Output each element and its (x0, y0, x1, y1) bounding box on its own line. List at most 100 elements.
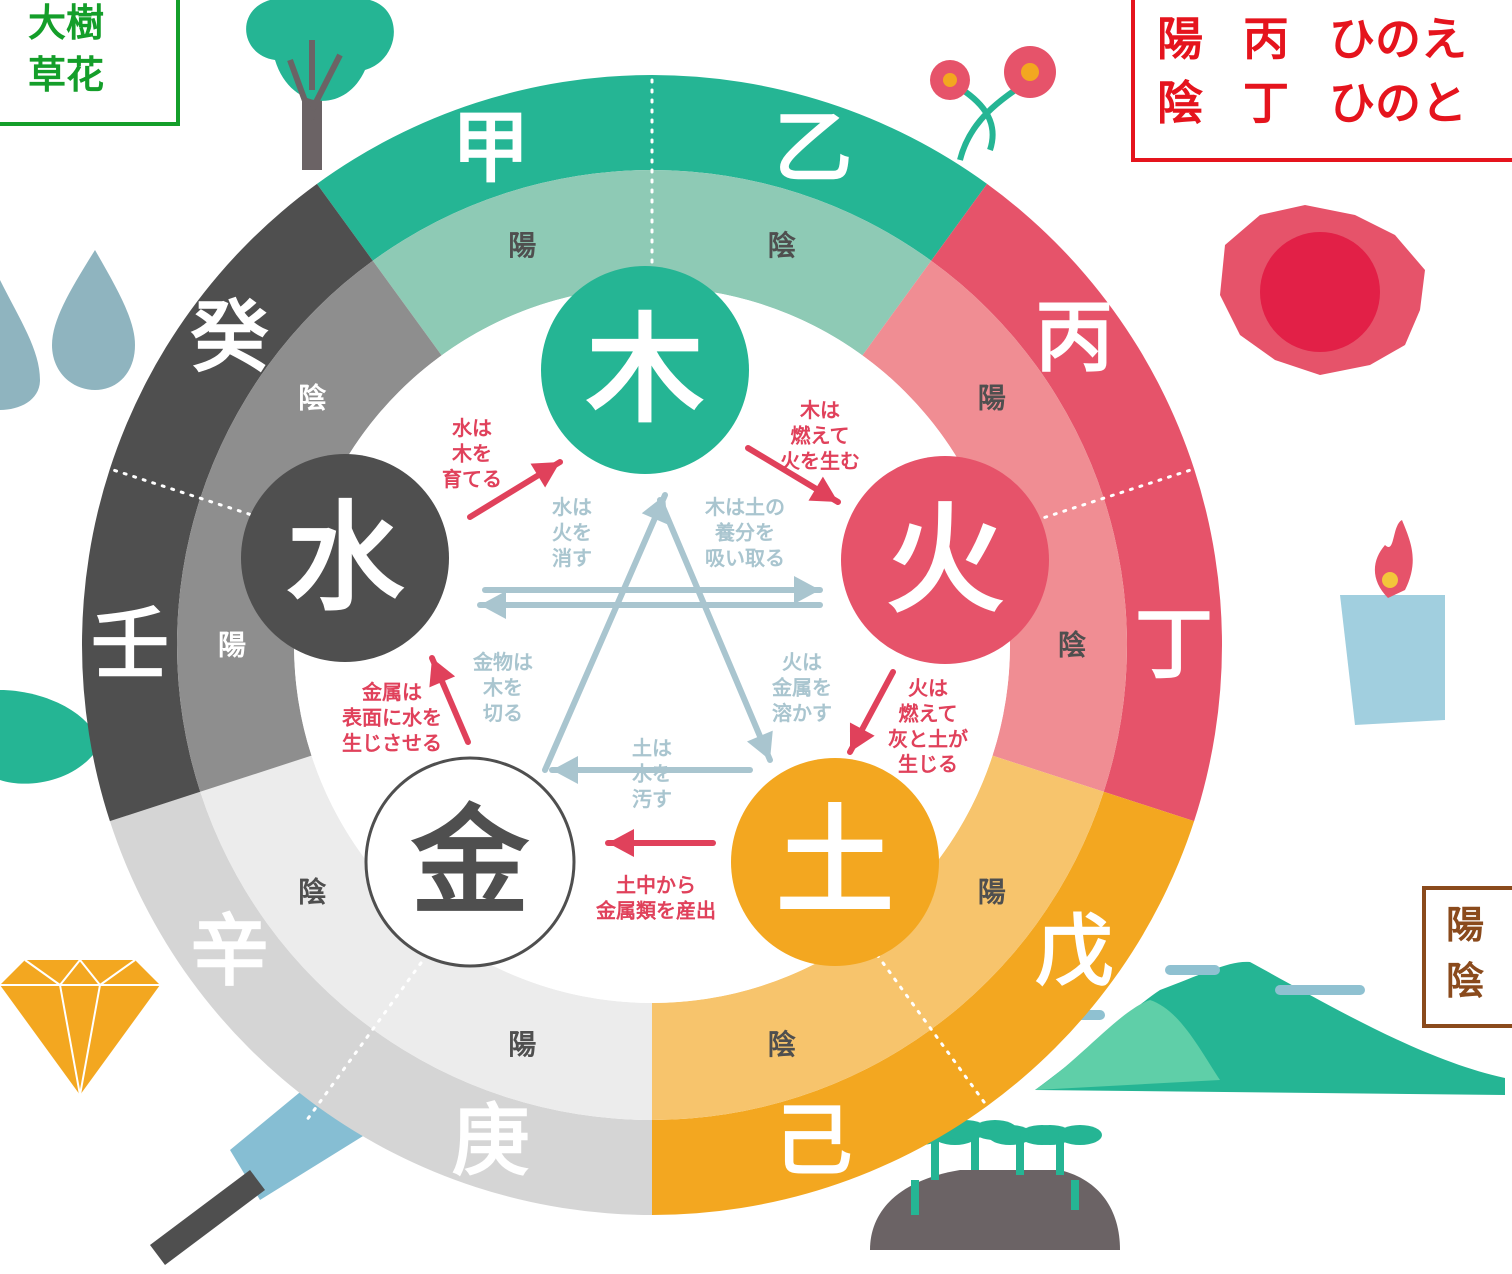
caption-line: 養分を (714, 520, 775, 544)
caption-line: 火を生む (780, 449, 860, 473)
caption-line: 生じさせる (342, 731, 442, 755)
arrow-head (746, 730, 773, 760)
yinyang-label: 陰 (768, 229, 797, 262)
arrow-head (794, 576, 820, 604)
caption-line: 汚す (632, 787, 672, 811)
arrow-head (480, 591, 506, 619)
wood-outer-segment (316, 74, 988, 261)
arrow-head (608, 829, 634, 857)
water-drops-illustration (0, 250, 135, 410)
element-glyph: 木 (586, 301, 704, 439)
gem-illustration (0, 958, 160, 1096)
element-circle (841, 456, 1049, 664)
yinyang-label: 陰 (1058, 629, 1087, 662)
caption-line: 表面に水を (342, 705, 442, 729)
arrow-head (429, 658, 456, 688)
element-glyph: 水 (286, 489, 405, 627)
segment-divider (863, 937, 998, 1120)
stem-jia: 甲 (452, 104, 530, 194)
yinyang-label: 陰 (768, 1028, 797, 1061)
legend-fire-yinyang: 陽 (1157, 12, 1203, 66)
caption-line: 木は (799, 398, 840, 422)
element-glyph: 土 (776, 793, 894, 931)
caption-line: 切る (483, 701, 523, 725)
arrow-head (552, 756, 578, 784)
earth-outer-segment (652, 791, 1195, 1215)
caption-line: 木は土の (704, 495, 785, 519)
caption-line: 火は (782, 650, 822, 674)
caption-line: 溶かす (772, 701, 832, 725)
caption-line: 火は (908, 676, 948, 700)
caption-line: 金属は (361, 680, 422, 704)
stem-ji: 己 (774, 1096, 852, 1186)
element-circle (364, 756, 576, 968)
element-fire: 火 (841, 456, 1049, 664)
segment-divider (94, 462, 309, 535)
caption-line: 灰と土が (888, 727, 968, 751)
element-circle (241, 454, 449, 662)
arrow-head (849, 722, 875, 752)
legend-fire-reading: ひのと (1329, 76, 1467, 130)
stem-xin: 辛 (191, 907, 269, 997)
legend-fire-yinyang: 陰 (1157, 76, 1203, 130)
arrow-shaft (657, 497, 773, 763)
arrow-wood-to-earth (657, 497, 773, 763)
segment-divider (306, 937, 441, 1120)
sun-illustration (1220, 205, 1425, 375)
caption-line: 吸い取る (705, 546, 785, 570)
stem-wu: 戊 (1035, 907, 1113, 997)
legend-fire-reading: ひのえ (1329, 12, 1467, 66)
arrow-earth-to-water (549, 756, 753, 784)
element-earth: 土 (731, 758, 939, 966)
element-metal: 金 (364, 756, 576, 968)
arrow-head (808, 476, 838, 502)
legend-earth-row: 陰 (1446, 959, 1485, 1003)
candle-illustration (1340, 520, 1445, 725)
stem-gui: 癸 (191, 293, 269, 383)
caption-line: 水は (452, 416, 492, 440)
caption-line: 木を (451, 441, 492, 465)
fire-outer-segment (931, 183, 1222, 822)
arrow-fire-to-earth (847, 669, 896, 755)
arrow-water-to-fire (482, 576, 823, 604)
arrow-shaft (542, 492, 668, 773)
arrow-metal-to-water (429, 655, 471, 745)
legend-earth: 陽 陰 (1422, 886, 1512, 1028)
arrow-earth-to-metal (605, 829, 716, 857)
arrow-head (641, 495, 668, 525)
tree-illustration (246, 0, 394, 170)
element-glyph: 火 (886, 491, 1004, 629)
legend-wood: 大樹 草花 (0, 0, 180, 126)
yinyang-label: 陰 (298, 875, 327, 908)
legend-wood-row: 草花 (28, 53, 105, 97)
stem-bing: 丙 (1035, 293, 1113, 383)
caption-line: 水は (552, 495, 592, 519)
caption-line: 生じる (898, 752, 958, 776)
caption-line: 燃えて (899, 701, 958, 725)
metal-outer-segment (109, 791, 653, 1215)
yinyang-label: 陰 (298, 382, 327, 415)
segment-divider (995, 462, 1210, 535)
element-circle (541, 266, 749, 474)
stem-ding: 丁 (1135, 600, 1213, 690)
element-water: 水 (241, 454, 449, 662)
caption-line: 水を (632, 761, 672, 785)
water-outer-segment (81, 183, 373, 822)
element-wood: 木 (541, 266, 749, 474)
yinyang-label: 陽 (978, 382, 1006, 415)
caption-line: 消す (552, 546, 592, 570)
caption-line: 金物は (472, 650, 533, 674)
stem-yi: 乙 (774, 104, 852, 194)
legend-fire-row: 陰丁ひのと (1157, 80, 1467, 126)
arrow-fire-to-metal (477, 591, 823, 619)
caption-line: 火を (552, 520, 592, 544)
